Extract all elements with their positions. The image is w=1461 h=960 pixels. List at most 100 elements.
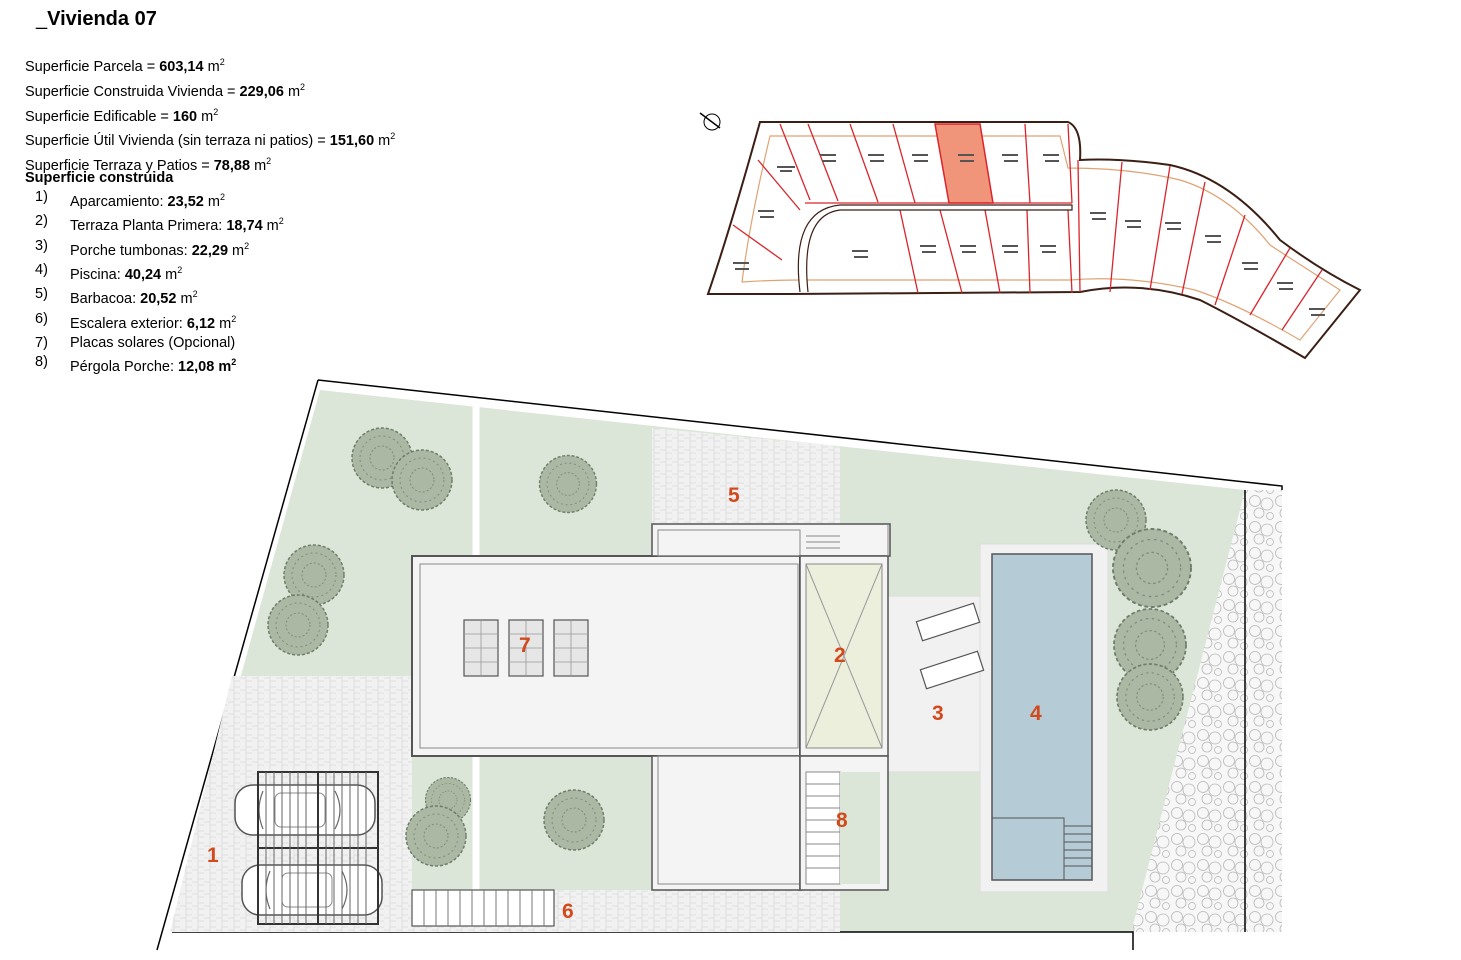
spec-label: Superficie Terraza y Patios = — [25, 158, 214, 175]
built-item: 4) Piscina: 40,24 m2 — [35, 261, 284, 285]
spec-value: 160 — [172, 108, 198, 125]
item-label: Barbacoa: — [70, 291, 141, 308]
pool — [991, 553, 1093, 881]
spec-label: Superficie Útil Vivienda (sin terraza ni… — [25, 133, 330, 150]
item-exp: 2 — [231, 313, 237, 324]
spec-value: 603,14 — [159, 58, 204, 75]
item-number: 2) — [35, 213, 48, 230]
plan-label-8: 8 — [836, 809, 848, 832]
spec-value: 151,60 — [329, 133, 375, 150]
item-exp: 2 — [231, 357, 237, 368]
item-label: Aparcamiento: — [70, 193, 168, 210]
item-value: 20,52 — [140, 291, 177, 308]
plan-label-5: 5 — [728, 484, 740, 507]
built-surface-list: 1)Aparcamiento: 23,52 m2 2)Terraza Plant… — [35, 188, 284, 378]
carport — [234, 771, 383, 925]
built-item: 6) Escalera exterior: 6,12 m2 — [35, 310, 284, 334]
spec-exp: 2 — [266, 156, 272, 167]
spec-label: Superficie Construida Vivienda = — [25, 83, 240, 100]
item-exp: 2 — [244, 240, 250, 251]
item-number: 8) — [35, 354, 48, 371]
spec-exp: 2 — [213, 106, 219, 117]
item-label: Terraza Planta Primera: — [70, 218, 227, 235]
item-label: Placas solares (Opcional) — [70, 334, 236, 351]
plan-label-7: 7 — [519, 634, 531, 657]
tree-icon — [267, 594, 329, 656]
item-label: Piscina: — [70, 266, 125, 283]
north-arrow-icon — [699, 112, 721, 131]
item-value: 40,24 — [124, 266, 162, 283]
page-title: _Vivienda 07 — [36, 8, 157, 31]
parcel-boundary — [706, 121, 1362, 360]
item-unit: m — [165, 266, 178, 283]
built-item: 7) Placas solares (Opcional) — [35, 334, 284, 354]
item-number: 7) — [35, 334, 48, 351]
plan-label-6: 6 — [562, 900, 574, 923]
item-value: 18,74 — [226, 218, 263, 235]
solar-panels — [463, 619, 589, 677]
item-value: 23,52 — [167, 193, 204, 210]
internal-road — [797, 204, 1073, 293]
spec-unit: m — [201, 108, 214, 125]
tree-icon — [543, 789, 605, 851]
spec-exp: 2 — [300, 81, 306, 92]
item-number: 1) — [35, 189, 48, 205]
item-unit: m — [266, 218, 279, 235]
item-unit: m — [219, 315, 232, 332]
spec-row: Superficie Terraza y Patios = 78,88 m2 — [25, 151, 395, 176]
spec-exp: 2 — [390, 131, 396, 142]
built-item: 3)Porche tumbonas: 22,29 m2 — [35, 237, 284, 261]
tree-icon — [538, 454, 598, 514]
pergola-upper — [806, 524, 889, 556]
sun-loungers — [915, 602, 985, 690]
item-label: Porche tumbonas: — [70, 242, 192, 259]
title-text: Vivienda 07 — [47, 8, 157, 30]
car-icon — [241, 864, 383, 916]
built-item: 5)Barbacoa: 20,52 m2 — [35, 285, 284, 309]
built-item: 8) Pérgola Porche: 12,08 m2 — [35, 353, 284, 377]
item-number: 6) — [35, 310, 48, 327]
spec-row: Superficie Construida Vivienda = 229,06 … — [25, 77, 395, 102]
lot-dividers — [732, 123, 1323, 331]
site-plan: 1 2 3 4 5 6 7 8 — [156, 379, 1283, 951]
spec-value: 78,88 — [213, 158, 251, 175]
tree-icon — [405, 805, 467, 867]
spec-row: Superficie Parcela = 603,14 m2 — [25, 52, 395, 77]
spec-value: 229,06 — [239, 83, 284, 100]
spec-row: Superficie Útil Vivienda (sin terraza ni… — [25, 126, 395, 151]
item-number: 4) — [35, 261, 48, 278]
plan-label-3: 3 — [932, 702, 944, 725]
item-unit: m — [207, 193, 220, 210]
item-value: 12,08 — [178, 359, 215, 376]
item-label: Escalera exterior: — [70, 315, 187, 332]
surface-specs: Superficie Parcela = 603,14 m2 Superfici… — [25, 52, 395, 176]
item-exp: 2 — [278, 216, 284, 227]
plan-label-2: 2 — [834, 644, 846, 667]
exterior-stairs — [411, 889, 555, 927]
spec-exp: 2 — [219, 57, 225, 67]
item-label: Pérgola Porche: — [70, 359, 179, 376]
spec-label: Superficie Parcela = — [25, 58, 160, 75]
item-unit: m — [232, 242, 245, 259]
lot-tiny-labels — [733, 154, 1325, 316]
location-map — [699, 112, 1362, 360]
spec-unit: m — [378, 133, 391, 150]
tree-icon — [1116, 663, 1184, 731]
item-unit: m — [218, 359, 232, 376]
setback-line — [741, 135, 1341, 341]
item-number: 5) — [35, 286, 48, 303]
built-item: 2) Terraza Planta Primera: 18,74 m2 — [35, 212, 284, 236]
spec-unit: m — [207, 58, 220, 75]
built-surface-title: Superficie construida — [25, 170, 174, 186]
item-exp: 2 — [177, 264, 183, 275]
spec-unit: m — [287, 83, 301, 100]
item-value: 6,12 — [186, 315, 216, 332]
plan-label-1: 1 — [207, 844, 219, 867]
item-exp: 2 — [219, 192, 225, 202]
item-number: 3) — [35, 237, 48, 254]
item-unit: m — [180, 291, 193, 308]
title-prefix: _ — [36, 8, 48, 30]
tree-icon — [391, 449, 453, 511]
plan-label-4: 4 — [1030, 702, 1042, 725]
